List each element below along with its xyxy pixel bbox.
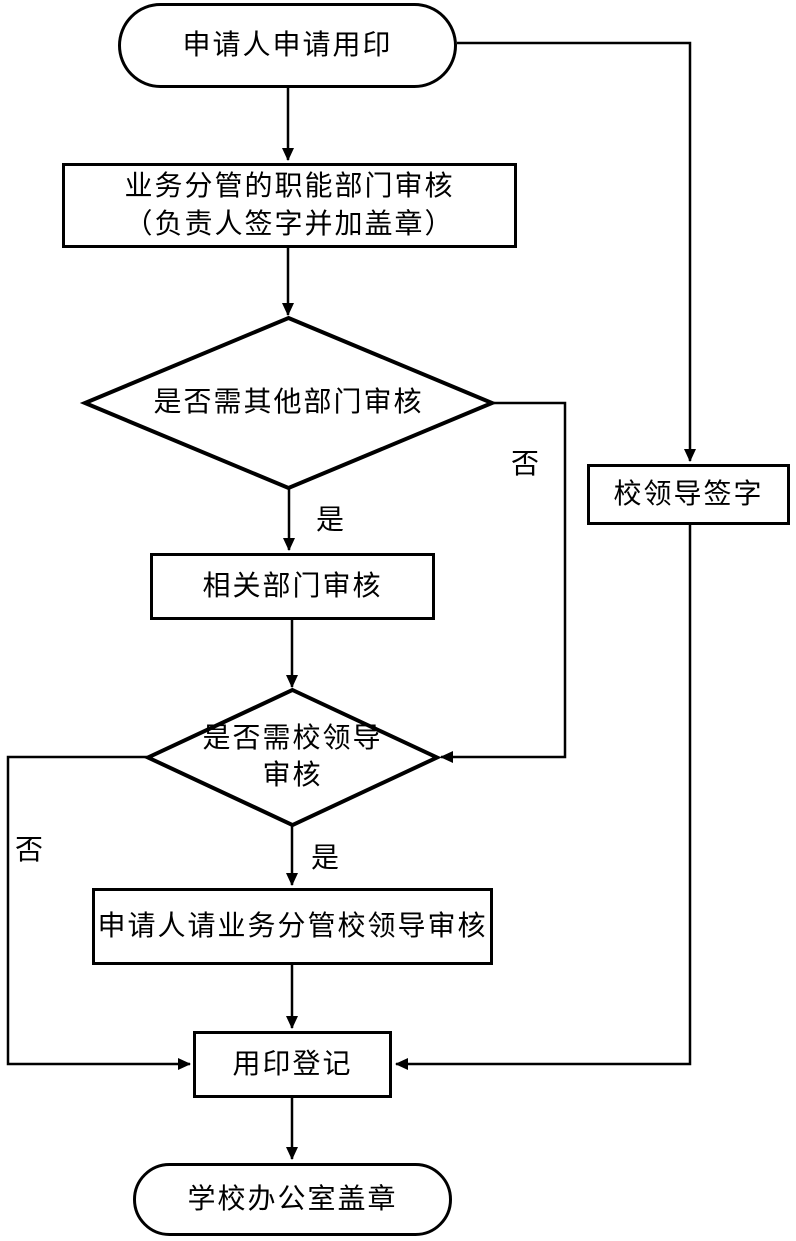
edge-label-no-1: 否	[510, 449, 540, 480]
node-seal-register-label: 用印登记	[232, 1048, 353, 1080]
edge-label-yes-2: 是	[310, 843, 340, 874]
node-start-terminator: 申请人申请用印	[118, 3, 457, 88]
node-related-review-label: 相关部门审核	[202, 570, 383, 602]
node-decision-other-dept: 是否需其他部门审核	[85, 318, 492, 488]
edge-decision-leader-no-to-register	[6, 755, 191, 1070]
edge-start-to-leader-sign	[457, 41, 696, 462]
node-leader-sign-label: 校领导签字	[613, 478, 764, 510]
node-decision-leader: 是否需校领导 审核	[148, 690, 437, 825]
node-decision-leader-line1: 是否需校领导	[202, 723, 383, 755]
node-decision-other-dept-label: 是否需其他部门审核	[153, 386, 424, 418]
node-decision-leader-line2: 审核	[262, 759, 323, 791]
node-dept-review: 业务分管的职能部门审核 （负责人签字并加盖章）	[62, 163, 517, 248]
node-leader-sign: 校领导签字	[587, 464, 790, 525]
node-leader-review-request-label: 申请人请业务分管校领导审核	[97, 910, 488, 942]
node-related-review: 相关部门审核	[150, 553, 435, 620]
edge-leader-sign-to-register	[395, 525, 692, 1070]
decision-other-dept-shape	[79, 315, 498, 491]
edge-decision-other-no-to-decision-leader	[440, 401, 567, 763]
node-end-label: 学校办公室盖章	[187, 1183, 398, 1215]
node-seal-register: 用印登记	[193, 1031, 392, 1098]
node-dept-review-line1: 业务分管的职能部门审核	[124, 170, 455, 202]
node-start-label: 申请人申请用印	[182, 29, 393, 61]
node-leader-review-request: 申请人请业务分管校领导审核	[92, 888, 493, 965]
edge-label-yes-1: 是	[315, 505, 345, 536]
node-dept-review-line2: （负责人签字并加盖章）	[124, 208, 455, 240]
node-end-terminator: 学校办公室盖章	[133, 1163, 452, 1236]
edge-label-no-2: 否	[14, 835, 44, 866]
decision-leader-shape	[143, 687, 442, 828]
